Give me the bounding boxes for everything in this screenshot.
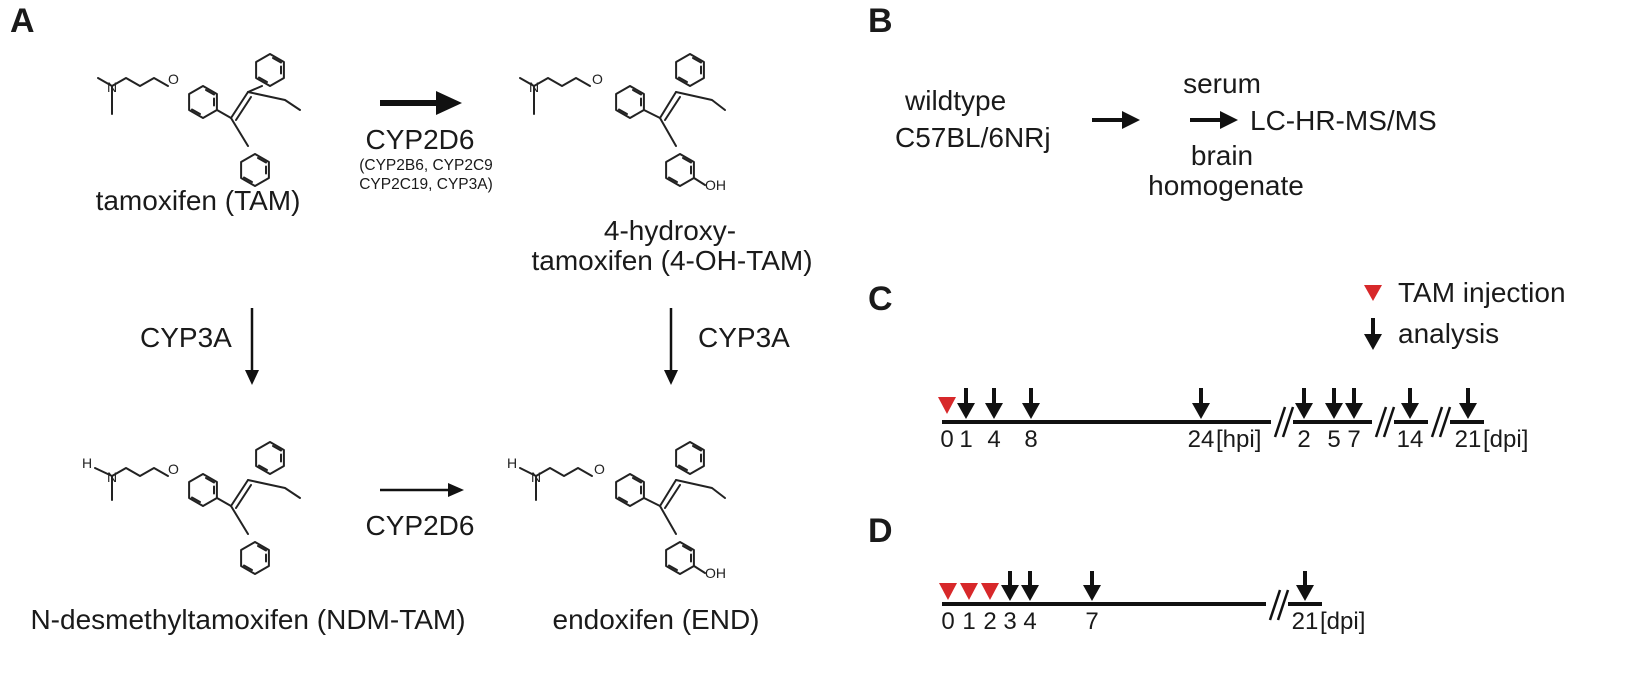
timeline-c-tick: 7 [1347,426,1361,453]
ndm-tamoxifen-structure [94,441,301,575]
timeline-d [939,571,1322,622]
timeline-c-tick: 21 [1454,426,1482,453]
tam-o-atom: O [168,71,179,87]
sample-brain-line1: brain [1190,140,1254,171]
oh-tam-oh-atom: OH [705,177,726,193]
enzyme-cyp2d6-main: CYP2D6 [365,124,475,155]
label-tamoxifen: tamoxifen (TAM) [95,185,301,216]
timeline-c-tick: 14 [1396,426,1424,453]
timeline-c-tick: 8 [1024,426,1038,453]
end-oh-atom: OH [705,565,726,581]
ndm-h-atom: H [82,455,92,471]
arrow-mouse-to-samples [1092,111,1140,129]
timeline-c-tick: 24 [1187,426,1215,453]
timeline-c-tick: 2 [1297,426,1311,453]
tamoxifen-structure [97,53,301,187]
enzyme-minor-line2: CYP2C19, CYP3A) [359,176,493,193]
timeline-c-tick: 0 [940,426,954,453]
ndm-o-atom: O [168,461,179,477]
sample-serum: serum [1183,68,1261,99]
arrow-samples-to-ms [1190,111,1238,129]
legend-injection-label: TAM injection [1398,277,1566,308]
panel-letter-a: A [10,2,35,40]
panel-letter-d: D [868,512,893,550]
panel-letter-c: C [868,280,893,318]
timeline-c-unit-hpi: [hpi] [1216,426,1262,453]
timeline-d-analysis-arrows [1001,571,1314,601]
timeline-c-tick: 5 [1327,426,1341,453]
panel-letter-b: B [868,2,893,40]
injection-triangle-icon [1364,285,1382,301]
label-ndm-tam: N-desmethyltamoxifen (NDM-TAM) [30,604,466,635]
timeline-c-injection-marker [938,397,956,414]
legend-analysis-label: analysis [1398,318,1500,349]
timeline-c-unit-dpi: [dpi] [1483,426,1529,453]
hydroxytamoxifen-structure [519,53,726,187]
oh-tam-o-atom: O [592,71,603,87]
enzyme-minor-line1: (CYP2B6, CYP2C9 [359,157,493,174]
method-ms: LC-HR-MS/MS [1250,105,1437,136]
timeline-d-tick: 1 [962,608,976,635]
end-n-atom: N [531,469,541,485]
timeline-d-injection-markers [939,583,999,600]
source-strain: C57BL/6NRj [895,122,1051,153]
timeline-d-unit-dpi: [dpi] [1320,608,1366,635]
end-o-atom: O [594,461,605,477]
label-oh-tam-line1: 4-hydroxy- [603,215,737,246]
timeline-d-tick: 2 [983,608,997,635]
enzyme-cyp3a-right: CYP3A [698,322,790,353]
tam-n-atom: N [107,79,117,95]
enzyme-cyp2d6-bottom: CYP2D6 [365,510,475,541]
timeline-d-tick: 0 [941,608,955,635]
oh-tam-n-atom: N [529,79,539,95]
label-oh-tam-line2: tamoxifen (4-OH-TAM) [531,245,813,276]
label-endoxifen: endoxifen (END) [552,604,760,635]
sample-brain-line2: homogenate [1148,170,1304,201]
ndm-n-atom: N [107,469,117,485]
endoxifen-structure [519,441,726,575]
analysis-arrow-icon [1364,318,1382,350]
arrow-tam-to-oh-tam [380,91,462,115]
source-wildtype: wildtype [905,85,1007,116]
timeline-d-tick: 3 [1003,608,1017,635]
timeline-c-tick: 1 [959,426,973,453]
timeline-d-tick: 21 [1291,608,1319,635]
arrow-oh-tam-to-end [664,308,678,385]
timeline-d-tick: 7 [1085,608,1099,635]
timeline-c-tick: 4 [987,426,1001,453]
arrow-tam-to-ndm [245,308,259,385]
end-h-atom: H [507,455,517,471]
enzyme-cyp3a-left: CYP3A [140,322,232,353]
timeline-d-tick: 4 [1023,608,1037,635]
arrow-ndm-to-end [380,483,464,497]
timeline-c [938,388,1484,439]
timeline-c-analysis-arrows [957,388,1477,419]
